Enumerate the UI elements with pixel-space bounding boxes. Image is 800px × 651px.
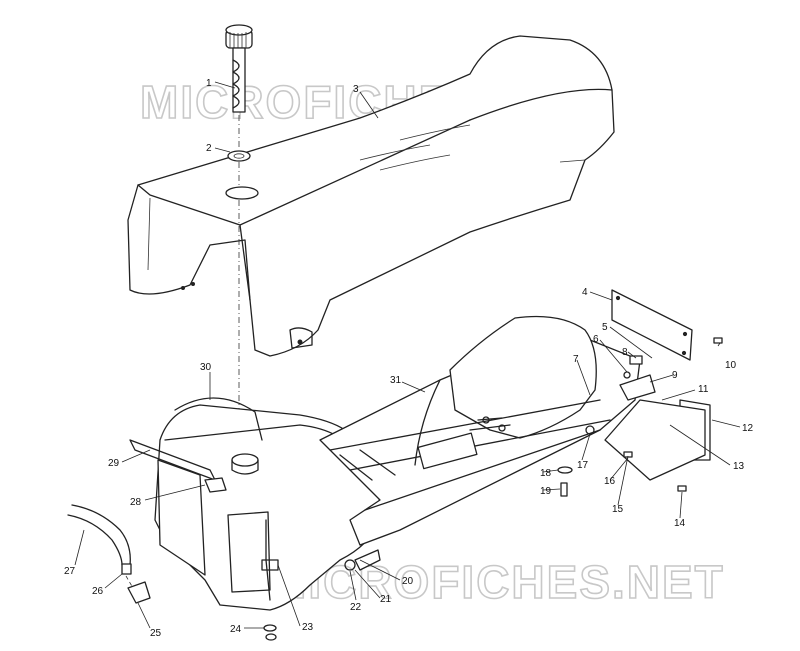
callout-5: 5 bbox=[602, 322, 608, 333]
seat-body bbox=[127, 35, 615, 357]
cable-31 bbox=[414, 379, 441, 466]
hose-27-edge-b bbox=[67, 514, 123, 566]
fuel-cap-ribs bbox=[229, 32, 247, 49]
spacer-8 bbox=[629, 355, 643, 365]
seat-front-skirt bbox=[147, 197, 151, 271]
frame-lower-rail bbox=[364, 429, 601, 511]
washer-24 bbox=[263, 624, 277, 632]
frame-bolt-b bbox=[498, 424, 506, 432]
seat-mount-hole-a bbox=[181, 286, 185, 290]
fuel-cap-assembly bbox=[225, 24, 253, 162]
callout-4: 4 bbox=[582, 287, 588, 298]
fuel-tank-left-pod bbox=[157, 459, 206, 576]
license-plate-assembly bbox=[557, 289, 723, 497]
callout-16: 16 bbox=[604, 476, 616, 487]
frame-bolt-a bbox=[482, 416, 490, 424]
screw-14 bbox=[677, 485, 687, 492]
fuel-tank-neck bbox=[231, 453, 259, 467]
callout-8: 8 bbox=[622, 347, 628, 358]
frame-cross bbox=[339, 449, 396, 481]
callout-13: 13 bbox=[733, 461, 745, 472]
seat-side-fold bbox=[239, 224, 251, 301]
screw-10 bbox=[713, 337, 723, 344]
callout-21: 21 bbox=[380, 594, 392, 605]
seat-stitch-3 bbox=[399, 124, 471, 141]
watermark-bottom: MICROFICHES.NET bbox=[268, 556, 725, 608]
seat-latch-tab bbox=[289, 327, 313, 349]
fuel-tank-right-pod bbox=[227, 511, 271, 593]
nut-24 bbox=[265, 633, 277, 641]
hose-to-elbow bbox=[125, 575, 134, 589]
fuel-cap-top bbox=[225, 24, 253, 36]
callout-7: 7 bbox=[573, 354, 579, 365]
fitting-28 bbox=[204, 477, 227, 493]
callout-25: 25 bbox=[150, 628, 162, 639]
callout-20: 20 bbox=[402, 576, 414, 587]
leader-lines bbox=[74, 81, 741, 629]
callout-3: 3 bbox=[353, 84, 359, 95]
callout-23: 23 bbox=[302, 622, 314, 633]
fuel-tank bbox=[129, 397, 381, 611]
seat-rear-skirt bbox=[559, 159, 586, 163]
bracket-13 bbox=[604, 399, 706, 481]
fuel-cap-gauge-spiral bbox=[232, 59, 240, 109]
callout-30: 30 bbox=[200, 362, 212, 373]
seat-assembly bbox=[127, 35, 615, 357]
callout-18: 18 bbox=[540, 468, 552, 479]
plate-hole-3 bbox=[681, 350, 687, 356]
callout-22: 22 bbox=[350, 602, 362, 613]
plate-mount-9 bbox=[619, 374, 656, 401]
hose-27-edge-a bbox=[71, 504, 131, 566]
clamp-23 bbox=[261, 559, 279, 571]
callout-24: 24 bbox=[230, 624, 242, 635]
callout-28: 28 bbox=[130, 497, 142, 508]
plate-hole-1 bbox=[615, 295, 621, 301]
callout-2: 2 bbox=[206, 143, 212, 154]
callout-14: 14 bbox=[674, 518, 686, 529]
frame-plate bbox=[417, 432, 478, 470]
callout-31: 31 bbox=[390, 375, 402, 386]
bolt-19 bbox=[560, 482, 568, 497]
callout-27: 27 bbox=[64, 566, 76, 577]
callout-12: 12 bbox=[742, 423, 754, 434]
callout-15: 15 bbox=[612, 504, 624, 515]
seat-stitch-2 bbox=[379, 154, 451, 171]
callout-11: 11 bbox=[698, 384, 709, 395]
callout-6: 6 bbox=[593, 334, 599, 345]
vent-line-30 bbox=[174, 397, 263, 441]
callout-9: 9 bbox=[672, 370, 678, 381]
seat-base-frame bbox=[319, 315, 641, 546]
fuel-hose-assembly bbox=[67, 504, 151, 604]
washer-18 bbox=[557, 466, 573, 474]
seat-top-edge bbox=[137, 119, 471, 226]
callout-17: 17 bbox=[577, 460, 589, 471]
fuel-tank-neck-side bbox=[231, 459, 259, 475]
seat-rear-hump bbox=[469, 88, 613, 121]
seat-mount-hole-b bbox=[191, 282, 195, 286]
callout-1: 1 bbox=[206, 78, 212, 89]
grommet-22 bbox=[344, 559, 356, 571]
callout-labels: 1 2 3 4 5 6 7 8 9 10 11 12 13 14 15 16 1… bbox=[64, 78, 754, 639]
gasket bbox=[227, 150, 251, 162]
callout-19: 19 bbox=[540, 486, 552, 497]
frame-rail-2 bbox=[349, 419, 611, 471]
seat-cap-hole bbox=[225, 186, 259, 200]
elbow-fitting-25 bbox=[127, 581, 151, 604]
fuel-fitting-20 bbox=[354, 549, 381, 571]
plate-hole-2 bbox=[682, 331, 688, 337]
callout-10: 10 bbox=[725, 360, 737, 371]
frame-rail-1 bbox=[329, 399, 601, 451]
callout-29: 29 bbox=[108, 458, 120, 469]
hose-clamp-26 bbox=[121, 563, 132, 575]
gasket-center bbox=[233, 153, 245, 159]
seat-stitch-1 bbox=[359, 144, 431, 161]
license-plate-4 bbox=[611, 289, 693, 361]
seat-latch-hole bbox=[297, 339, 303, 345]
callout-26: 26 bbox=[92, 586, 104, 597]
